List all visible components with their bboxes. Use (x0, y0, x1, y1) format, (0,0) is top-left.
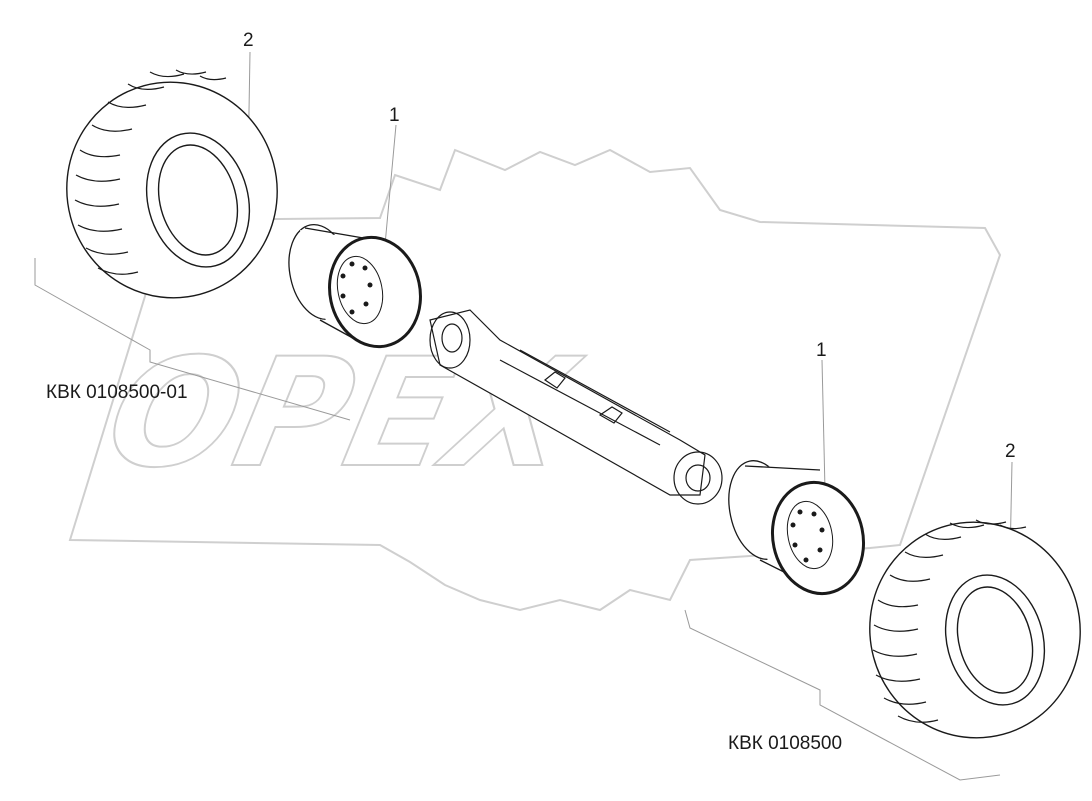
extension-line-left (34, 258, 351, 421)
extension-line-right (684, 609, 1001, 781)
callout-rim-right: 1 (816, 340, 827, 361)
leader-rim-right (821, 359, 826, 491)
leader-rim-left (384, 124, 397, 246)
watermark-gear-outline (68, 148, 1002, 612)
tire-right (869, 519, 1081, 739)
rim-right (728, 460, 866, 596)
tire-left (66, 69, 278, 299)
rim-left (288, 223, 422, 349)
callout-tire-right: 2 (1005, 441, 1016, 462)
axle-assembly (429, 309, 723, 505)
callout-tire-left: 2 (243, 30, 254, 51)
assembly-code-right: КВК 0108500 (728, 733, 842, 754)
assembly-code-left: КВК 0108500-01 (46, 382, 188, 403)
callout-rim-left: 1 (389, 105, 400, 126)
